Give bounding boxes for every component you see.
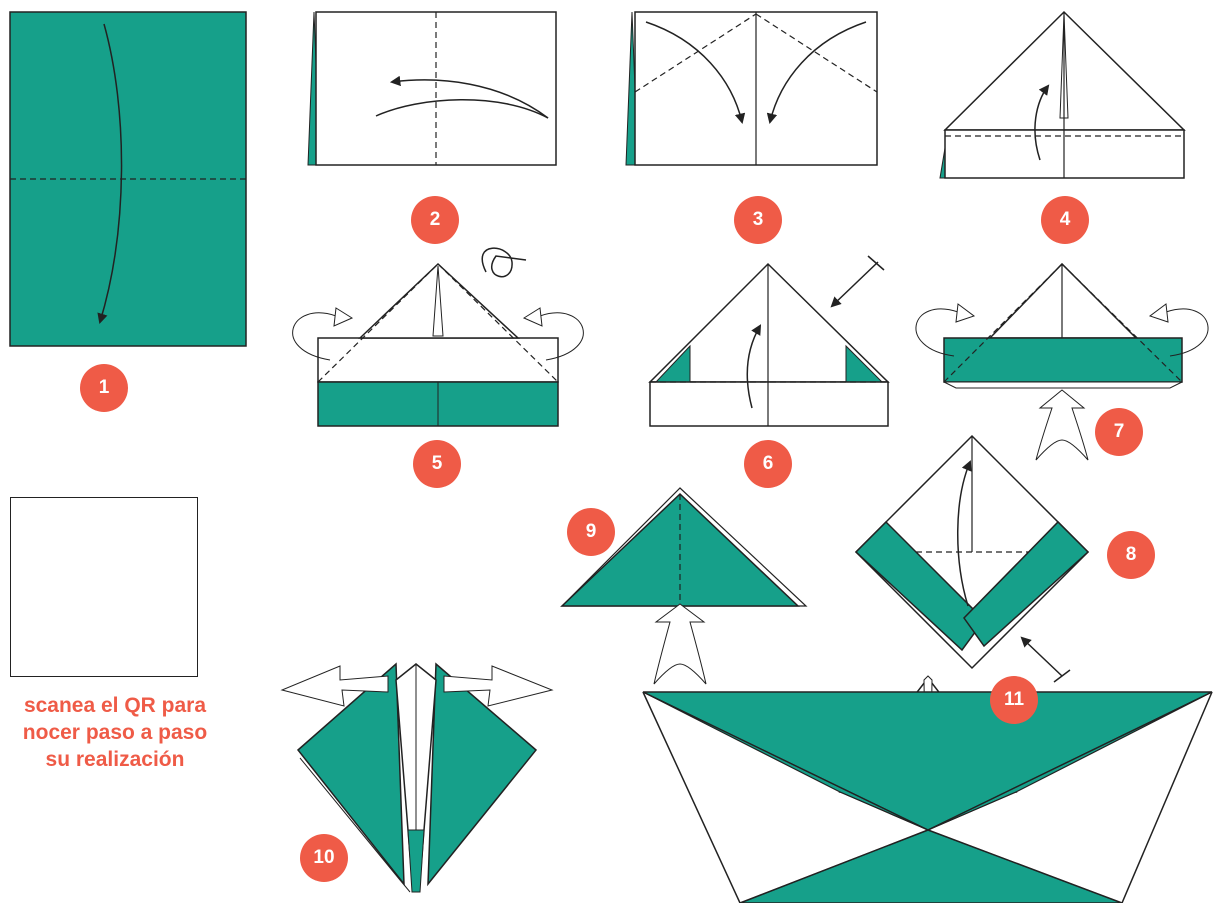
fold-arrow [746,324,762,409]
step-badge-6: 6 [744,440,792,488]
step-9-figure [560,487,808,685]
fold-arrow [97,23,123,325]
step-badge-9: 9 [567,508,615,556]
push-up-arrow [653,603,707,685]
fold-arrow-left [645,21,746,125]
step-badge-7: 7 [1095,408,1143,456]
step-badge-5: 5 [413,440,461,488]
qr-caption: scanea el QR para nocer paso a paso su r… [0,692,230,773]
step-badge-11: 11 [990,676,1038,724]
fold-arrow [957,460,972,607]
qr-caption-line-2: nocer paso a paso [22,721,208,744]
step-badge-3: 3 [734,196,782,244]
fold-arrow [1034,84,1050,161]
step-3-figure [625,11,878,166]
step-8-figure [854,434,1090,683]
step-10-figure [280,662,554,893]
crease-arrow [830,261,879,308]
pull-left-arrow [280,665,389,707]
step-1-figure [9,11,247,347]
step-badge-4: 4 [1041,196,1089,244]
turn-over-icon [481,247,527,278]
step-2-figure [307,11,557,166]
pull-right-arrow [443,665,554,707]
step-badge-8: 8 [1107,531,1155,579]
step-5-figure [292,247,584,427]
step-badge-2: 2 [411,196,459,244]
step-badge-10: 10 [300,834,348,882]
step-6-figure [648,255,890,427]
qr-caption-line-3: su realización [45,748,185,771]
push-up-arrow [1035,389,1089,461]
fold-arrow [389,75,549,119]
step-badge-1: 1 [80,364,128,412]
crease-arrow [1020,636,1063,677]
step-11-figure [642,675,1213,903]
step-4-figure [939,10,1186,179]
fold-arrow-right [766,21,867,125]
qr-frame [10,497,198,677]
qr-caption-line-1: scanea el QR para [23,694,207,717]
step-7-figure [915,262,1209,461]
